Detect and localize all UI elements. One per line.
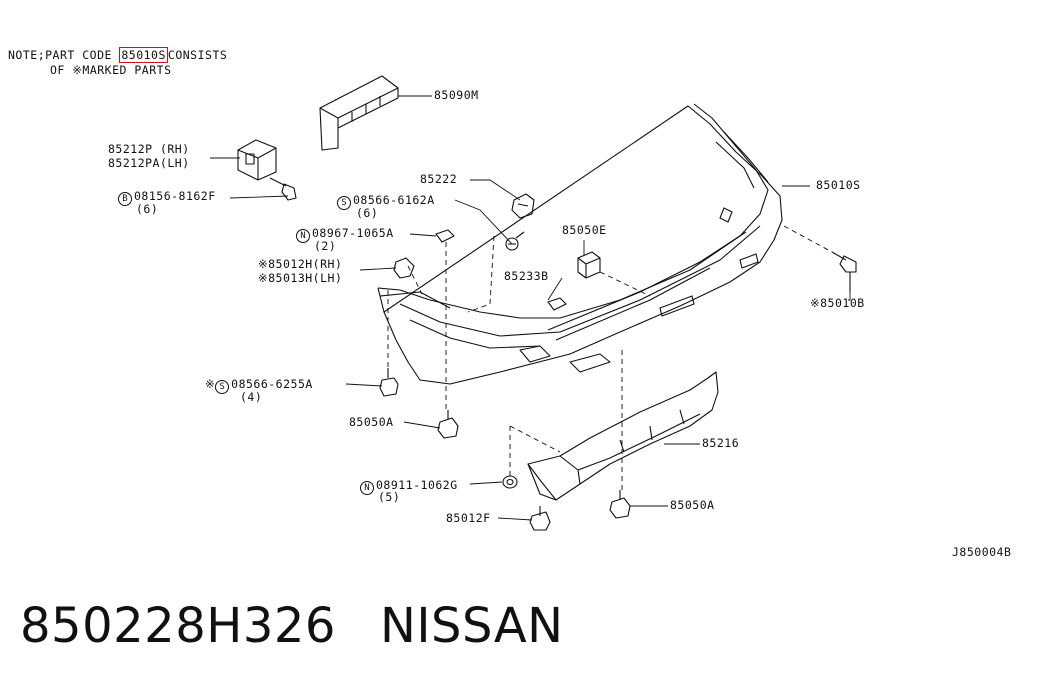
screw-symbol-icon: S xyxy=(215,380,230,394)
clip-85050A-right xyxy=(609,490,631,519)
footer-part-number: 850228H326 xyxy=(20,598,336,654)
label-85010B: ※85010B xyxy=(810,296,865,310)
label-85212P: 85212P (RH) xyxy=(108,142,190,156)
label-85222: 85222 xyxy=(420,172,458,186)
nut-symbol-icon: N xyxy=(360,481,374,495)
screw-symbol-icon: S xyxy=(337,196,351,210)
under-panel-85216 xyxy=(527,371,719,501)
label-85012F: 85012F xyxy=(446,511,491,525)
clip-85050E xyxy=(577,251,601,279)
label-08911-qty: (5) xyxy=(378,490,401,504)
parts-diagram xyxy=(210,75,857,531)
clip-85222 xyxy=(511,193,535,219)
label-08911-text: 08911-1062G xyxy=(376,478,458,492)
footer: 850228H326 NISSAN xyxy=(20,598,608,654)
note-suffix: CONSISTS xyxy=(167,48,228,62)
nut-symbol-icon: N xyxy=(296,229,310,243)
grommet-08911 xyxy=(502,475,518,489)
footer-brand: NISSAN xyxy=(379,598,564,654)
label-85233B: 85233B xyxy=(504,269,549,283)
label-85212PA: 85212PA(LH) xyxy=(108,156,190,170)
bolt-85010B xyxy=(831,251,857,292)
label-85216: 85216 xyxy=(702,436,740,450)
label-08566-upper-text: 08566-6162A xyxy=(353,193,435,207)
clip-85233B xyxy=(547,297,567,311)
label-08156-qty: (6) xyxy=(136,202,159,216)
bolt-08156 xyxy=(269,177,297,201)
clip-85050A-left xyxy=(437,410,459,439)
clip-85012F xyxy=(529,506,551,531)
grommet-08566-lower xyxy=(379,368,399,397)
label-85012H: ※85012H(RH) xyxy=(258,257,343,271)
label-85050A-right: 85050A xyxy=(670,498,715,512)
label-85050A-left: 85050A xyxy=(349,415,394,429)
bracket-85090M xyxy=(319,75,399,151)
label-08967-qty: (2) xyxy=(314,239,337,253)
note-line-2: OF ※MARKED PARTS xyxy=(50,63,172,77)
label-85013H: ※85013H(LH) xyxy=(258,271,343,285)
label-08566-lower-text: 08566-6255A xyxy=(231,377,313,391)
label-08566-upper-qty: (6) xyxy=(356,206,379,220)
note-part-code: 85010S xyxy=(119,47,168,63)
label-08156-text: 08156-8162F xyxy=(134,189,216,203)
label-08967-text: 08967-1065A xyxy=(312,226,394,240)
clip-85012H xyxy=(393,257,415,279)
label-85090M: 85090M xyxy=(434,88,479,102)
bolt-symbol-icon: B xyxy=(118,192,132,206)
label-85050E: 85050E xyxy=(562,223,607,237)
bumper-fascia-85010S xyxy=(377,103,783,385)
label-85010S: 85010S xyxy=(816,178,861,192)
clip-08967 xyxy=(435,229,455,243)
label-08566-lower-qty: (4) xyxy=(240,390,263,404)
diagram-id: J850004B xyxy=(952,545,1012,559)
marked-part-icon: ※ xyxy=(205,377,216,391)
note-prefix: NOTE;PART CODE xyxy=(8,48,120,62)
retainer-85212P xyxy=(237,139,277,181)
